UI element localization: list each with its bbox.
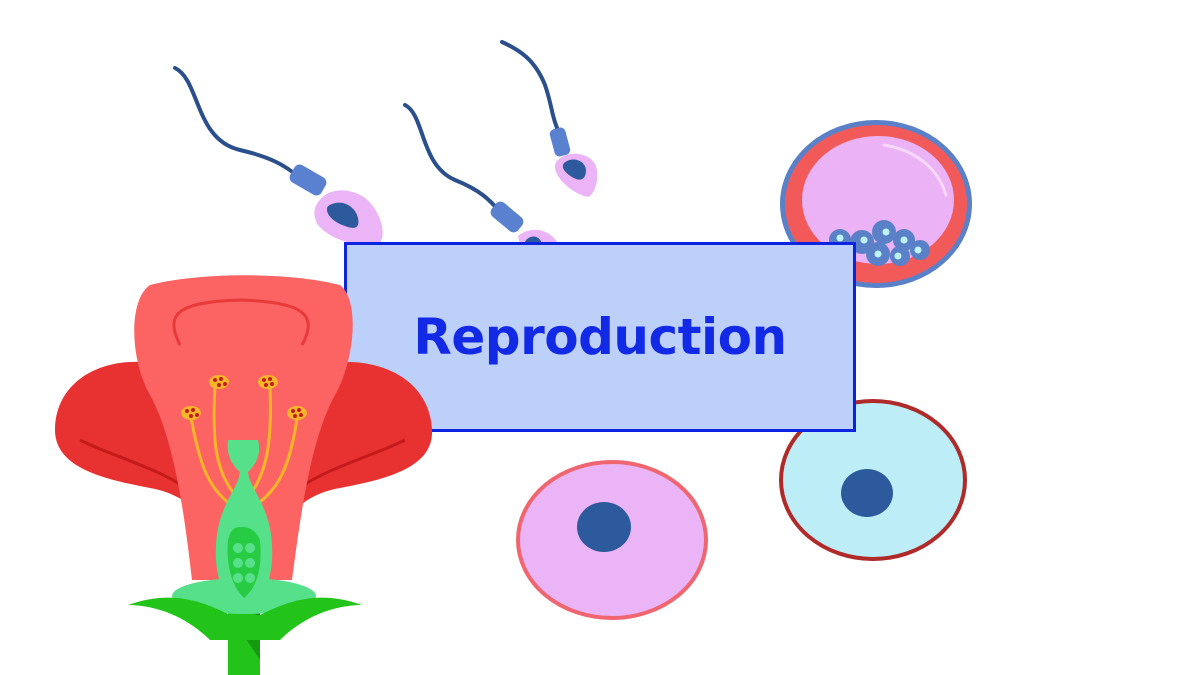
title-box: Reproduction xyxy=(344,242,856,432)
sperm-cell-3 xyxy=(500,40,598,197)
page-title: Reproduction xyxy=(413,308,787,366)
sperm-cell-1 xyxy=(173,66,383,246)
egg-cell-pink xyxy=(516,460,708,620)
body-cell-blue xyxy=(779,399,967,561)
sperm-cell-2 xyxy=(403,103,558,244)
